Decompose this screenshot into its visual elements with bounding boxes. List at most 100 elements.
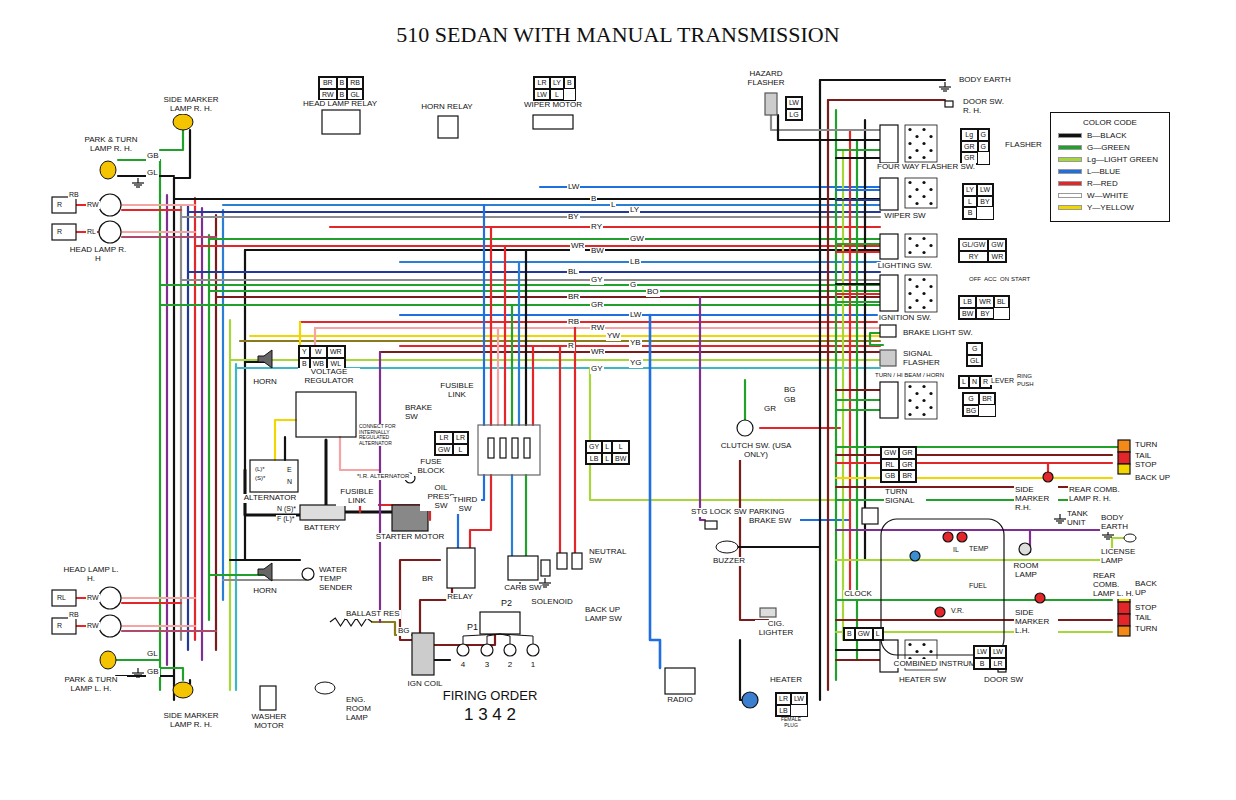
part-label: E: [286, 466, 293, 474]
switch-symbol: [572, 553, 582, 569]
legend-swatch: [1058, 157, 1082, 162]
legend-text: G—GREEN: [1087, 143, 1130, 152]
part-label: START: [1010, 276, 1031, 283]
part-label: PARKING BRAKE SW: [748, 508, 800, 526]
pin-code: L: [550, 89, 564, 101]
part-label: TURN: [1134, 625, 1158, 634]
part-label: TAIL STOP: [1134, 452, 1160, 470]
wire: [836, 619, 1112, 621]
part-label: FUSE BLOCK: [412, 458, 450, 476]
pin-code: L: [612, 441, 629, 453]
wire: [299, 322, 301, 345]
ground-symbol: [132, 178, 144, 187]
pin-code: GR: [899, 447, 916, 459]
side-marker-rear: [1043, 472, 1053, 482]
wire: [504, 246, 506, 425]
stop-lamp: [1118, 602, 1130, 614]
connector-table: LWLG: [785, 96, 803, 121]
fuse-symbol: [524, 438, 530, 458]
part-label: LICENSE LAMP: [1100, 548, 1142, 566]
wire: [525, 475, 527, 556]
back-up-lamp: [1118, 464, 1130, 474]
pin-code: B: [963, 207, 977, 219]
wire: [250, 335, 880, 337]
part-label: HEAD LAMP L. H.: [60, 566, 122, 584]
wire: [160, 668, 183, 680]
pin-code: LY: [963, 184, 977, 196]
pin-code: GL/GW: [959, 239, 988, 251]
park-turn-lamp: [100, 161, 116, 179]
pin-code: GL: [347, 89, 363, 101]
part-label: REAR COMB. LAMP R. H.: [1068, 486, 1125, 504]
legend-row: G—GREEN: [1058, 143, 1162, 152]
wire: [864, 120, 866, 560]
part-label: CONNECT FOR INTERNALLY REGULATED ALTERNA…: [358, 424, 406, 446]
headlamp-symbol: [99, 194, 121, 216]
ground-symbol: [939, 82, 951, 91]
part-label: BODY EARTH: [1100, 514, 1142, 532]
part-label: IGN COIL: [406, 680, 443, 689]
part-label: TAIL: [1134, 614, 1152, 623]
part-label: WIPER MOTOR: [523, 101, 583, 110]
voltage-regulator-box: [296, 392, 356, 437]
wire: [744, 380, 746, 420]
wire: [525, 250, 527, 425]
wire: [230, 559, 300, 561]
carb-switch-symbol: [508, 556, 538, 580]
pin-code: RW: [319, 89, 337, 101]
wire: [490, 227, 492, 425]
pin-code: BY: [976, 308, 994, 320]
wire: [650, 315, 660, 668]
switch-chart: [905, 234, 937, 257]
part-label: WIPER SW: [883, 212, 926, 221]
pin-code: RB: [68, 191, 80, 199]
headlamp-symbol: [99, 587, 121, 609]
part-label: FOUR WAY FLASHER SW.: [876, 163, 976, 172]
wire: [208, 235, 210, 620]
part-label: BR: [421, 575, 434, 584]
switch-chart: [905, 125, 937, 162]
buzzer-symbol: [716, 541, 738, 553]
relay-symbol: [322, 110, 360, 134]
wire-code: RW: [590, 324, 605, 333]
solenoid-symbol: [541, 560, 550, 576]
pin-code: L: [453, 444, 468, 456]
part-label: HEATER: [769, 676, 803, 685]
pin-code: L: [602, 441, 612, 453]
wire: [188, 271, 880, 273]
pin-code: RB: [68, 611, 80, 619]
wire: [836, 283, 880, 285]
switch-block: [880, 178, 898, 210]
wire: [836, 293, 880, 295]
connector-table: GBRBG: [962, 392, 996, 417]
part-label: GL: [146, 169, 159, 178]
connector-table: BGWL: [843, 627, 884, 641]
wire: [166, 195, 168, 665]
wire: [122, 231, 195, 233]
spark-plug-symbol: [504, 644, 516, 656]
connector-table: GGL: [966, 342, 983, 367]
part-label: N (S)*: [276, 505, 297, 513]
pin-code: G: [967, 343, 982, 355]
part-label: ALTERNATOR: [243, 494, 297, 503]
wire: [836, 301, 880, 303]
connector-table: LBWRBLBWBY: [958, 295, 1010, 320]
switch-chart: [905, 382, 937, 419]
battery-symbol: [300, 505, 345, 520]
wire: [836, 599, 1112, 601]
pin-code: BG: [963, 405, 979, 417]
pin-code: B: [974, 658, 990, 670]
pin-code: RB: [347, 77, 363, 89]
pin-code: LW: [791, 693, 807, 705]
pin-code: LY: [550, 77, 564, 89]
wire: [181, 279, 880, 281]
pin-code: L: [963, 196, 977, 208]
legend-row: R—RED: [1058, 179, 1162, 188]
part-label: HAZARD FLASHER: [740, 70, 792, 88]
wire: [180, 205, 182, 640]
wire: [314, 328, 316, 345]
side-marker-lamp: [173, 114, 193, 130]
side-marker-lamp: [173, 682, 193, 698]
part-label: TURN / HI BEAM / HORN: [874, 372, 945, 379]
cig-lighter-symbol: [760, 608, 776, 617]
